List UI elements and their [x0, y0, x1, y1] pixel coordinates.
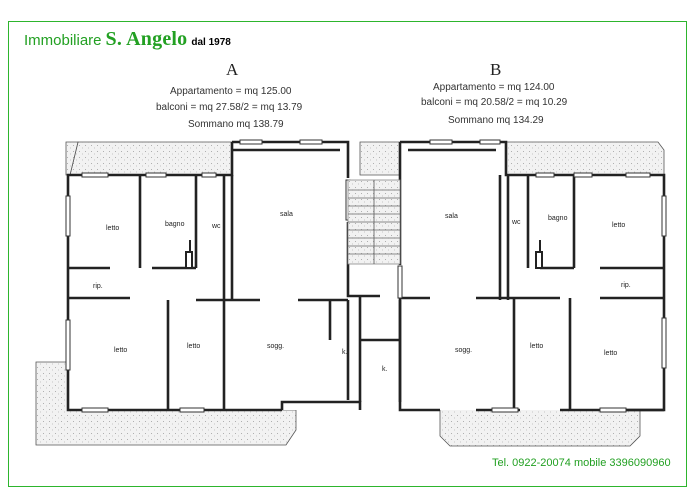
- room-a-bagno: bagno: [165, 221, 185, 228]
- room-b-sogg: sogg.: [455, 347, 472, 354]
- unit-b-letter: B: [490, 60, 502, 79]
- room-a-k: k.: [342, 349, 348, 356]
- room-b-wc: wc: [511, 219, 521, 226]
- unit-a-letter: A: [226, 60, 239, 79]
- agency-since: dal 1978: [191, 37, 231, 48]
- room-a-sogg: sogg.: [267, 343, 284, 350]
- room-a-letto-3: letto: [187, 343, 200, 350]
- room-b-rip: rip.: [621, 282, 631, 289]
- room-a-letto-1: letto: [106, 225, 119, 232]
- room-a-wc: wc: [211, 223, 221, 230]
- room-b-bagno: bagno: [548, 215, 568, 222]
- agency-highlight: S. Angelo: [105, 28, 188, 50]
- fixtures: [178, 240, 552, 269]
- unit-b-total: Sommano mq 134.29: [448, 115, 544, 126]
- room-b-letto-1: letto: [612, 222, 625, 229]
- room-a-letto-2: letto: [114, 347, 127, 354]
- unit-a-balconies: balconi = mq 27.58/2 = mq 13.79: [156, 102, 303, 113]
- room-b-k: k.: [382, 366, 388, 373]
- unit-a-area: Appartamento = mq 125.00: [170, 86, 292, 97]
- room-b-sala: sala: [445, 213, 458, 220]
- unit-a-total: Sommano mq 138.79: [188, 119, 284, 130]
- room-a-sala: sala: [280, 211, 293, 218]
- page-frame: [8, 21, 687, 487]
- openings: [65, 139, 667, 413]
- unit-b-balconies: balconi = mq 20.58/2 = mq 10.29: [421, 97, 568, 108]
- room-b-letto-2: letto: [530, 343, 543, 350]
- room-a-rip: rip.: [93, 283, 103, 290]
- agency-name: Immobiliare: [24, 32, 102, 49]
- staircase: [347, 179, 401, 265]
- unit-b-area: Appartamento = mq 124.00: [433, 82, 555, 93]
- building-floor: [68, 142, 664, 410]
- room-b-letto-3: letto: [604, 350, 617, 357]
- contact-info: Tel. 0922-20074 mobile 3396090960: [492, 457, 671, 469]
